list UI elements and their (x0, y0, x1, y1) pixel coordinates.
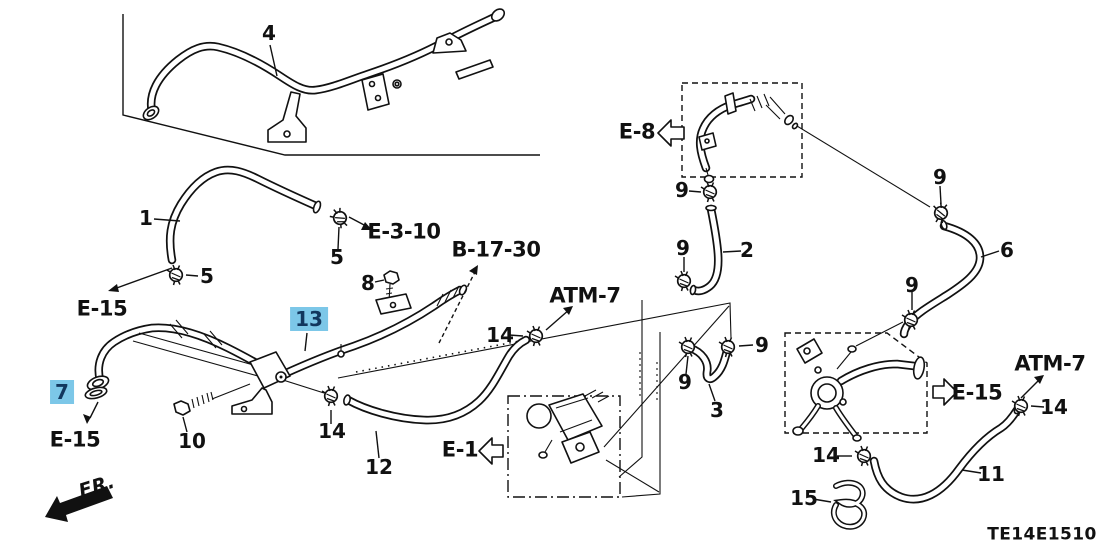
ref-label-e1[interactable]: E-1 (441, 437, 479, 462)
water-passage-assembly (792, 338, 926, 442)
part-callout-1[interactable]: 1 (139, 206, 153, 230)
leader-lines (83, 44, 1045, 503)
part-callout-9a[interactable]: 9 (675, 178, 689, 202)
part-callout-6[interactable]: 6 (1000, 238, 1014, 262)
part-2-hose-and-e8-assembly (689, 92, 799, 296)
part-callout-8[interactable]: 8 (361, 271, 375, 295)
ref-label-atm7-right[interactable]: ATM-7 (1014, 351, 1086, 376)
ref-label-e3-10[interactable]: E-3-10 (367, 219, 441, 244)
view-arrows (45, 119, 958, 522)
ref-label-e15-bottom-left[interactable]: E-15 (49, 427, 101, 452)
frame-lines (122, 14, 931, 498)
part-12-water-hose (343, 340, 526, 420)
part-callout-5a[interactable]: 5 (330, 245, 344, 269)
ref-label-e8[interactable]: E-8 (618, 119, 656, 144)
part-1-water-hose (170, 170, 322, 260)
part-13-water-pipe-assembly (84, 270, 468, 416)
part-callout-10[interactable]: 10 (178, 429, 206, 453)
part-callout-15[interactable]: 15 (790, 486, 818, 510)
front-direction-arrow-icon (45, 486, 113, 522)
part-callout-4[interactable]: 4 (262, 21, 276, 45)
part-callout-9f[interactable]: 9 (755, 333, 769, 357)
part-callout-14a[interactable]: 14 (318, 419, 346, 443)
ref-label-b17-30[interactable]: B-17-30 (451, 237, 541, 262)
diagram-code: TE14E1510 (987, 524, 1097, 545)
e1-arrow-icon (478, 437, 504, 465)
ref-label-atm7-center[interactable]: ATM-7 (549, 283, 621, 308)
part-callout-5b[interactable]: 5 (200, 264, 214, 288)
part-callout-13-highlighted[interactable]: 13 (290, 307, 328, 331)
e15-detail-box (784, 332, 928, 434)
part-4-water-pipe (142, 8, 506, 143)
thermostat-assembly (526, 389, 610, 464)
part-callout-9c[interactable]: 9 (933, 165, 947, 189)
part-callout-7-highlighted[interactable]: 7 (50, 380, 74, 404)
e15-arrow-icon (932, 378, 958, 406)
ref-label-e15-right[interactable]: E-15 (951, 380, 1003, 405)
ref-label-e15-top-left[interactable]: E-15 (76, 296, 128, 321)
part-callout-11[interactable]: 11 (977, 462, 1005, 486)
part-callout-9b[interactable]: 9 (676, 236, 690, 260)
part-callout-14c[interactable]: 14 (812, 443, 840, 467)
part-callout-9d[interactable]: 9 (905, 273, 919, 297)
part-callout-2[interactable]: 2 (740, 238, 754, 262)
part-callout-14d[interactable]: 14 (1040, 395, 1068, 419)
e8-arrow-icon (657, 119, 685, 147)
part-callout-3[interactable]: 3 (710, 398, 724, 422)
part-callout-9e[interactable]: 9 (678, 370, 692, 394)
part-callout-12[interactable]: 12 (365, 455, 393, 479)
part-callout-14b[interactable]: 14 (486, 323, 514, 347)
e1-detail-box (507, 395, 621, 498)
part-3-heater-hose (690, 348, 727, 379)
